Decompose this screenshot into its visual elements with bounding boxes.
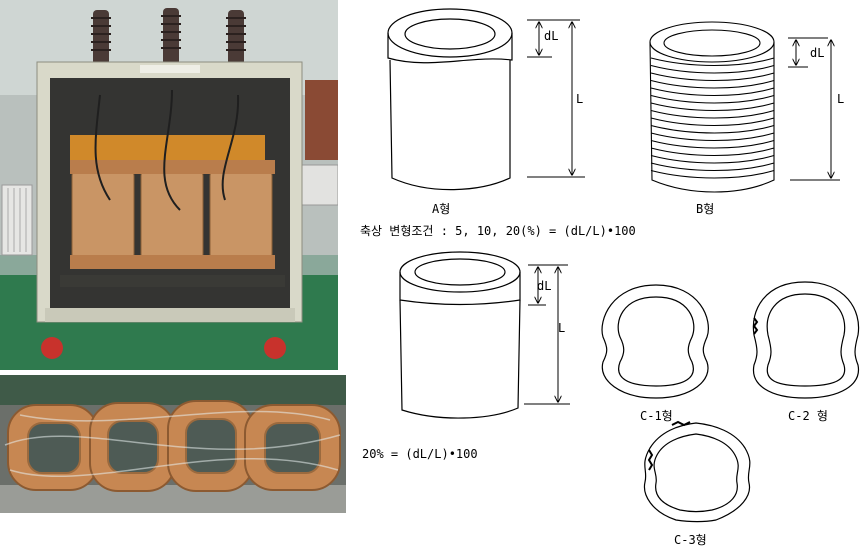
c1-label: C-1형 <box>640 409 673 423</box>
corrugation-rib <box>650 94 775 104</box>
type-b-l-label: L <box>837 92 844 106</box>
type-a-l-label: L <box>576 92 583 106</box>
deformation-diagram: dL L A형 dL L B형 dL L C-1형 <box>387 8 860 547</box>
wrapped-coils-photo <box>0 375 346 513</box>
corrugation-rib <box>650 64 775 74</box>
corrugation-rib <box>650 72 775 82</box>
corrugation-rib <box>650 154 775 164</box>
c2-label: C-2 형 <box>788 409 828 423</box>
corrugation-rib <box>650 117 775 127</box>
type-b-label: B형 <box>696 202 714 216</box>
lower-dimension <box>524 264 570 405</box>
corrugation-rib <box>650 132 775 142</box>
corrugation-rib <box>650 162 775 172</box>
type-a-cylinder <box>387 8 513 191</box>
type-b-cylinder <box>649 21 775 193</box>
c1-ring <box>601 284 709 399</box>
corrugation-rib <box>650 147 775 157</box>
type-b-dl-label: dL <box>810 46 824 60</box>
c3-label: C-3형 <box>674 533 707 547</box>
corrugation-rib <box>650 87 775 97</box>
corrugation-rib <box>650 124 775 134</box>
c3-ring <box>643 420 751 523</box>
type-b-dimension <box>788 37 840 181</box>
corrugation-rib <box>650 79 775 89</box>
lower-l-label: L <box>558 321 565 335</box>
second-equation-text: 20% = (dL/L)•100 <box>362 447 478 461</box>
c2-ring <box>752 281 860 399</box>
corrugation-rib <box>650 102 775 112</box>
type-a-dl-label: dL <box>544 29 558 43</box>
type-a-label: A형 <box>432 202 450 216</box>
transformer-photo <box>0 0 338 370</box>
corrugation-rib <box>650 57 775 67</box>
axial-condition-text: 축상 변형조건 : 5, 10, 20(%) = (dL/L)•100 <box>360 224 636 238</box>
lower-dl-label: dL <box>537 279 551 293</box>
corrugation-rib <box>650 109 775 119</box>
lower-cylinder <box>399 251 521 419</box>
corrugation-rib <box>650 139 775 149</box>
type-a-dimension <box>527 19 585 178</box>
corrugation-rib <box>650 169 775 179</box>
